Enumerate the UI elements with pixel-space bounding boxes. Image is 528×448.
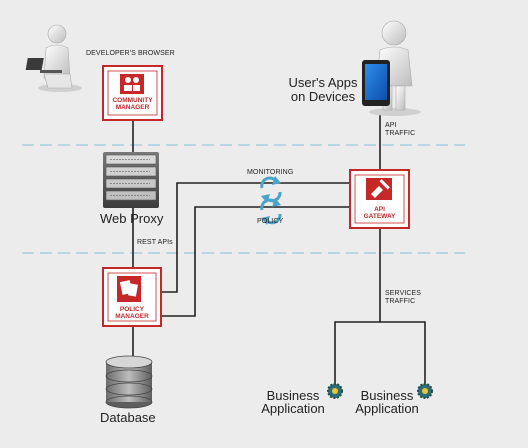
person-with-laptop-icon	[25, 24, 82, 92]
services-traffic-label: SERVICES TRAFFIC	[385, 290, 421, 306]
connector-lines	[132, 110, 426, 385]
policy-manager-label-line1: POLICY	[119, 306, 145, 313]
users-apps-label: User's Apps on Devices	[283, 76, 363, 104]
services-traffic-label-line2: TRAFFIC	[385, 298, 416, 305]
policy-manager-box[interactable]	[102, 267, 162, 327]
api-gateway-label: API GATEWAY	[350, 206, 409, 220]
database-stack-icon	[105, 355, 153, 409]
developers-browser-label: DEVELOPER'S BROWSER	[86, 50, 175, 57]
rest-apis-label: REST APIs	[137, 239, 173, 246]
api-gateway-label-line2: GATEWAY	[363, 213, 396, 220]
gear-icon	[417, 383, 433, 399]
person-with-tablet-icon	[362, 20, 421, 116]
policy-label: POLICY	[257, 218, 284, 225]
users-apps-label-line1: User's Apps	[288, 75, 358, 90]
business-application-1-label: Business Application	[258, 389, 328, 415]
services-traffic-label-line1: SERVICES	[385, 290, 422, 297]
monitoring-label: MONITORING	[247, 169, 294, 176]
server-rack-icon	[103, 152, 159, 208]
community-manager-box[interactable]	[102, 65, 163, 121]
policy-manager-label-line2: MANAGER	[115, 313, 149, 320]
api-gateway-box[interactable]	[349, 169, 410, 229]
policy-manager-label: POLICY MANAGER	[103, 306, 161, 320]
community-manager-label: COMMUNITY MANAGER	[103, 97, 162, 111]
api-gateway-label-line1: API	[374, 206, 385, 213]
database-label: Database	[100, 410, 156, 425]
community-manager-label-line1: COMMUNITY	[112, 97, 153, 104]
policy-sync-icon	[260, 198, 282, 225]
api-traffic-label-line1: API	[385, 122, 397, 129]
business-application-2-label-line2: Application	[355, 401, 419, 416]
business-application-2-label: Business Application	[352, 389, 422, 415]
business-application-1-label-line2: Application	[261, 401, 325, 416]
community-manager-label-line2: MANAGER	[115, 104, 150, 111]
gear-icon	[327, 383, 343, 399]
web-proxy-label: Web Proxy	[100, 211, 164, 226]
users-apps-label-line2: on Devices	[290, 89, 356, 104]
api-traffic-label-line2: TRAFFIC	[385, 130, 416, 137]
api-traffic-label: API TRAFFIC	[385, 122, 415, 138]
business-application-1-label-line1: Business	[266, 388, 320, 403]
business-application-2-label-line1: Business	[360, 388, 414, 403]
